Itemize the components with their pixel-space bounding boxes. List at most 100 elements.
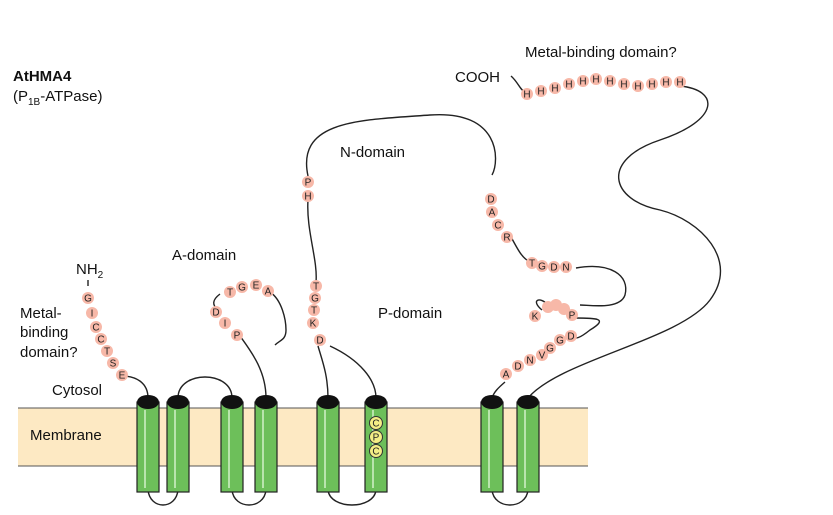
residue-dgdnva-6: A <box>500 368 512 381</box>
svg-text:H: H <box>620 80 627 91</box>
residue-his_tail-0: H <box>521 88 533 101</box>
residue-n_right-3: R <box>501 231 513 244</box>
residue-his_tail-5: H <box>590 73 602 86</box>
residue-his_tail-2: H <box>549 82 561 95</box>
helix-tm1 <box>136 395 160 493</box>
svg-text:H: H <box>648 80 655 91</box>
residue-nterm-0: G <box>82 292 94 305</box>
residue-cpc-2: C <box>369 444 383 458</box>
svg-text:P: P <box>234 331 241 342</box>
svg-text:T: T <box>313 282 319 293</box>
residue-nterm-1: I <box>86 307 98 320</box>
residue-p_left_top-1: H <box>302 190 314 203</box>
svg-text:G: G <box>538 262 546 273</box>
residue-a_domain-1: I <box>219 317 231 330</box>
residue-p_left-0: T <box>310 280 322 293</box>
svg-text:K: K <box>532 312 539 323</box>
residue-his_tail-7: H <box>618 78 630 91</box>
svg-text:D: D <box>567 332 574 343</box>
residue-a_domain-5: E <box>250 279 262 292</box>
svg-text:I: I <box>224 319 227 330</box>
residue-n_right-2: C <box>492 219 504 232</box>
svg-text:H: H <box>523 90 530 101</box>
residue-cpc-1: P <box>369 430 383 444</box>
svg-text:A: A <box>489 208 496 219</box>
residue-tgdn-0: T <box>526 257 538 270</box>
n-terminus-label: NH2 <box>76 261 104 281</box>
residue-tgdn-3: N <box>560 261 572 274</box>
a-domain-label: A-domain <box>172 247 236 264</box>
residue-his_tail-6: H <box>604 75 616 88</box>
residue-p_left_top-0: P <box>302 176 314 189</box>
helix-tm4 <box>254 395 278 493</box>
residue-dgdnva-0: D <box>565 330 577 343</box>
residue-his_tail-1: H <box>535 85 547 98</box>
svg-text:S: S <box>110 359 117 370</box>
residue-a_domain-6: A <box>262 285 274 298</box>
helix-tm5 <box>316 395 340 493</box>
residue-his_tail-9: H <box>646 78 658 91</box>
svg-text:C: C <box>372 419 379 430</box>
svg-text:N: N <box>526 356 533 367</box>
residue-his_tail-3: H <box>563 78 575 91</box>
svg-text:A: A <box>265 287 272 298</box>
residue-his_tail-8: H <box>632 80 644 93</box>
svg-text:G: G <box>556 336 564 347</box>
svg-text:E: E <box>119 371 126 382</box>
residue-dgdnva-5: D <box>512 360 524 373</box>
residue-n_right-0: D <box>485 193 497 206</box>
svg-text:H: H <box>304 192 311 203</box>
helix-tm3 <box>220 395 244 493</box>
svg-text:R: R <box>503 233 510 244</box>
residue-p_left-3: K <box>307 317 319 330</box>
svg-text:G: G <box>84 294 92 305</box>
residue-p_left-4: D <box>314 334 326 347</box>
residue-his_tail-11: H <box>674 76 686 89</box>
svg-text:C: C <box>372 447 379 458</box>
svg-text:A: A <box>503 370 510 381</box>
svg-text:D: D <box>212 308 219 319</box>
svg-text:D: D <box>316 336 323 347</box>
residue-nterm-5: S <box>107 357 119 370</box>
residue-kp-0: K <box>529 310 541 323</box>
residue-his_tail-10: H <box>660 76 672 89</box>
residue-dgdnva-1: G <box>554 334 566 347</box>
metal-binding-n-label-3: domain? <box>20 344 78 361</box>
svg-text:C: C <box>92 323 99 334</box>
residue-nterm-6: E <box>116 369 128 382</box>
cytosol-label: Cytosol <box>52 382 102 399</box>
svg-text:H: H <box>634 82 641 93</box>
svg-text:V: V <box>539 351 546 362</box>
residue-p_left-1: G <box>309 292 321 305</box>
svg-text:D: D <box>487 195 494 206</box>
svg-text:H: H <box>662 78 669 89</box>
n-domain-label: N-domain <box>340 144 405 161</box>
svg-text:P: P <box>305 178 312 189</box>
residue-tgdn-2: D <box>548 261 560 274</box>
residue-nterm-2: C <box>90 321 102 334</box>
residue-a_domain-2: P <box>231 329 243 342</box>
svg-text:H: H <box>606 77 613 88</box>
svg-text:C: C <box>494 221 501 232</box>
protein-name: AtHMA4 <box>13 68 72 85</box>
c-terminus-label: COOH <box>455 69 500 86</box>
kp-cluster-blobs <box>542 299 570 315</box>
svg-text:H: H <box>592 75 599 86</box>
svg-text:C: C <box>97 335 104 346</box>
residue-nterm-3: C <box>95 333 107 346</box>
svg-text:T: T <box>311 306 317 317</box>
metal-binding-c-label: Metal-binding domain? <box>525 44 677 61</box>
svg-text:G: G <box>311 294 319 305</box>
residue-n_right-1: A <box>486 206 498 219</box>
residue-his_tail-4: H <box>577 75 589 88</box>
residue-dgdnva-4: N <box>524 354 536 367</box>
helix-tm7 <box>480 395 504 493</box>
svg-text:D: D <box>514 362 521 373</box>
residue-p_left-2: T <box>308 304 320 317</box>
residue-dgdnva-3: V <box>536 349 548 362</box>
svg-text:E: E <box>253 281 260 292</box>
svg-text:T: T <box>227 288 233 299</box>
membrane-label: Membrane <box>30 427 102 444</box>
